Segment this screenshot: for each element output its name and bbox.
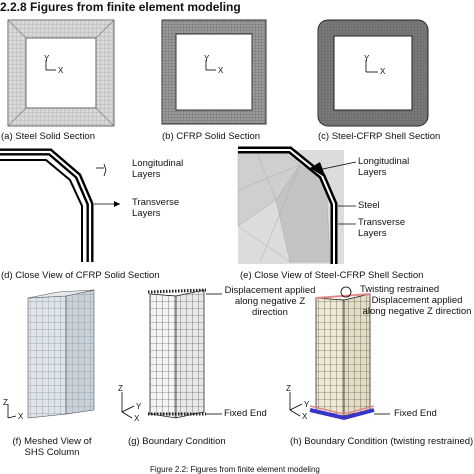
caption-e: (e) Close View of Steel-CFRP Shell Secti… [240, 270, 424, 281]
axis-y-label-g: Y [136, 402, 142, 411]
axis-y-label-b: Y [204, 54, 210, 63]
axis-y-label-a: Y [44, 54, 50, 63]
caption-b: (b) CFRP Solid Section [162, 131, 261, 142]
axis-x-label-f: X [18, 412, 24, 421]
boundary-column-figure [121, 288, 222, 419]
label-d-longitudinal: Longitudinal Layers [132, 158, 184, 180]
label-e-steel: Steel [358, 200, 380, 211]
label-h-twisting: Twisting restrained [360, 284, 440, 295]
label-e-transverse: Transverse Layers [358, 217, 406, 239]
label-h-displacement: Displacement applied along negative Z di… [362, 295, 472, 317]
axis-z-label-f: Z [3, 398, 8, 407]
axis-x-label-a: X [58, 66, 64, 75]
caption-a: (a) Steel Solid Section [1, 131, 95, 142]
section-heading: 2.2.8 Figures from finite element modeli… [0, 0, 241, 14]
axis-x-label-g: X [134, 414, 140, 423]
caption-c: (c) Steel-CFRP Shell Section [318, 131, 441, 142]
close-view-cfrp-figure [0, 148, 120, 262]
axis-y-label-h: Y [304, 400, 310, 409]
close-view-shell-figure [237, 146, 357, 264]
label-h-fixed: Fixed End [394, 408, 437, 419]
label-e-longitudinal: Longitudinal Layers [358, 156, 410, 178]
caption-f: (f) Meshed View of SHS Column [12, 436, 92, 458]
caption-g: (g) Boundary Condition [128, 436, 226, 447]
axis-z-label-g: Z [118, 384, 123, 393]
meshed-column-figure [7, 289, 95, 419]
label-g-fixed: Fixed End [224, 408, 267, 419]
caption-h: (h) Boundary Condition (twisting restrai… [290, 436, 474, 447]
caption-d: (d) Close View of CFRP Solid Section [1, 270, 160, 281]
axis-x-label-h: X [302, 412, 308, 421]
axis-x-label-c: X [380, 67, 386, 76]
axis-z-label-h: Z [286, 384, 291, 393]
label-d-transverse: Transverse Layers [132, 197, 180, 219]
section-c-square [317, 19, 429, 127]
figure-caption: Figure 2.2: Figures from finite element … [150, 465, 320, 474]
axis-y-label-c: Y [364, 54, 370, 63]
label-g-displacement: Displacement applied along negative Z di… [224, 285, 316, 318]
section-b-square [161, 19, 267, 125]
axis-x-label-b: X [218, 66, 224, 75]
